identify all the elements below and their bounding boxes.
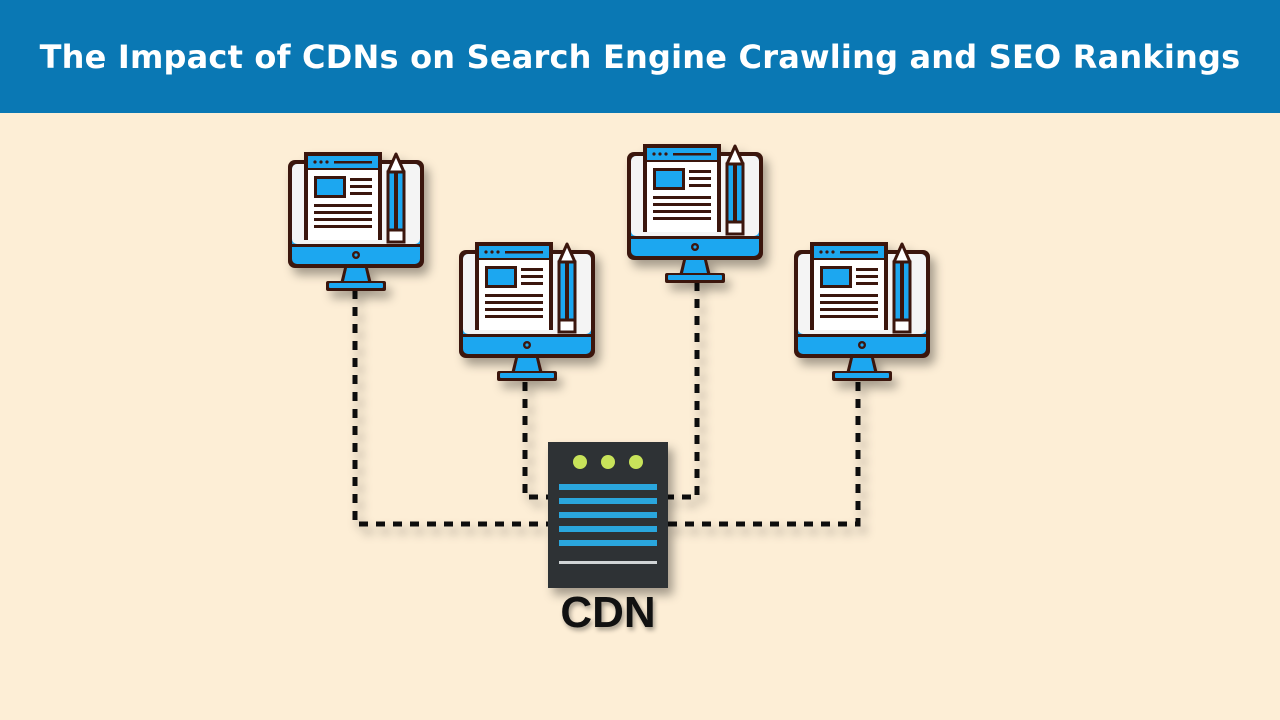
connector-node-2 <box>522 382 548 500</box>
connector-node-1 <box>352 290 548 527</box>
server-icon <box>548 442 668 588</box>
connector-node-4 <box>668 382 861 527</box>
monitor-icon <box>286 150 426 293</box>
connector-node-3 <box>668 282 700 500</box>
monitor-icon <box>457 240 597 383</box>
monitor-icon <box>792 240 932 383</box>
monitor-icon <box>625 142 765 285</box>
connection-lines <box>352 282 861 527</box>
cdn-label: CDN <box>560 588 656 637</box>
title-banner: The Impact of CDNs on Search Engine Craw… <box>0 0 1280 113</box>
page-title: The Impact of CDNs on Search Engine Craw… <box>39 37 1241 76</box>
